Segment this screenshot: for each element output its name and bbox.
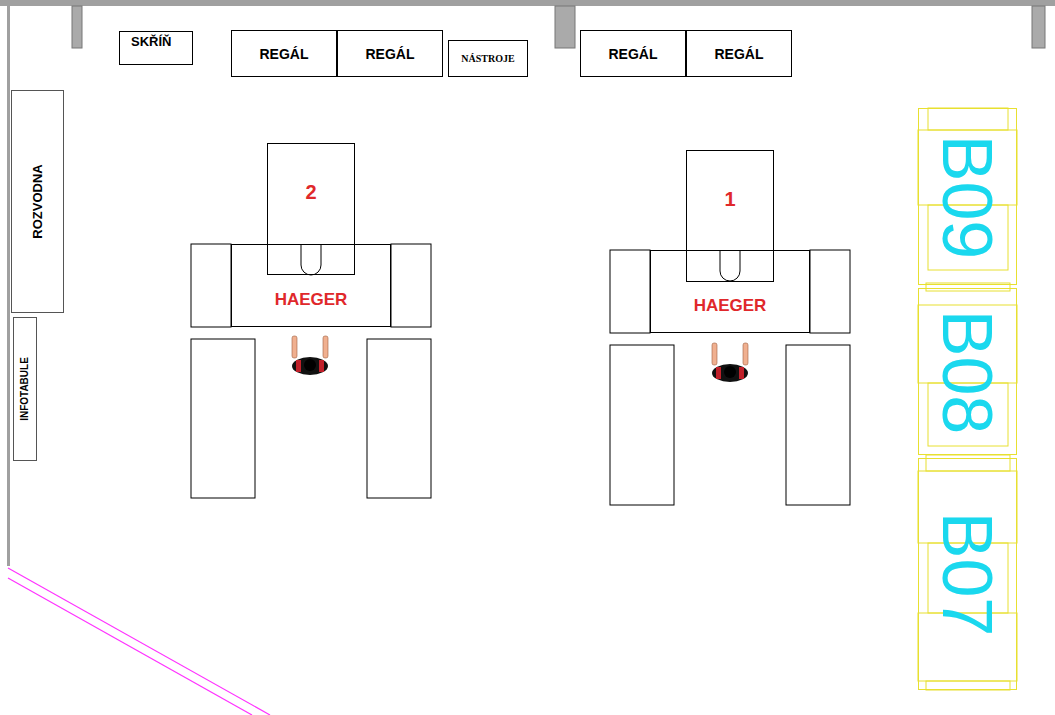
worker-icon [292, 336, 328, 375]
table [610, 345, 674, 505]
node-label: B09 [933, 134, 1003, 259]
notch [720, 250, 740, 281]
table [367, 339, 431, 498]
machine-1 [610, 250, 850, 505]
info-board-box: INFOTABULE [13, 317, 37, 461]
node-label: REGÁL [366, 47, 415, 61]
table [786, 345, 850, 505]
switchboard-box: ROZVODNA [11, 90, 64, 313]
node-label: B07 [933, 512, 1003, 637]
pillar [555, 6, 575, 48]
machine-number-box: 2 [267, 143, 355, 275]
side-table [391, 244, 431, 327]
node-label: SKŘÍŇ [131, 35, 171, 48]
node-label: NÁSTROJE [461, 54, 514, 64]
node-label: INFOTABULE [20, 357, 30, 421]
shelf-box: REGÁL [231, 30, 337, 77]
bay-box: B07 [918, 458, 1017, 690]
node-label: HAEGER [275, 291, 348, 308]
door-line [8, 578, 252, 715]
node-label: REGÁL [609, 47, 658, 61]
door-line [8, 568, 270, 715]
node-label: 2 [305, 182, 316, 202]
node-label: 1 [724, 189, 735, 209]
worker-icon [712, 343, 748, 382]
table [191, 339, 255, 498]
notch [301, 244, 321, 275]
bay-box: B08 [918, 288, 1017, 455]
pillar [1032, 6, 1045, 48]
shelf-box: REGÁL [686, 30, 792, 77]
shelf-box: REGÁL [337, 30, 443, 77]
pallet-outline [918, 108, 1017, 690]
machine-number-box: 1 [686, 150, 774, 282]
wall [0, 0, 1055, 6]
cabinet-box: SKŘÍŇ [119, 31, 193, 65]
tools-box: NÁSTROJE [448, 40, 528, 77]
wall [7, 6, 10, 566]
side-table [191, 244, 231, 327]
node-label: REGÁL [715, 47, 764, 61]
machine-2 [191, 244, 431, 498]
node-label: HAEGER [694, 297, 767, 314]
node-label: ROZVODNA [31, 164, 44, 238]
bay-box: B09 [918, 108, 1017, 285]
node-label: REGÁL [260, 47, 309, 61]
machine-box: HAEGER [650, 250, 810, 333]
machine-box: HAEGER [231, 244, 391, 327]
side-table [610, 250, 650, 333]
node-label: B08 [933, 309, 1003, 434]
pillar [72, 6, 82, 48]
side-table [810, 250, 850, 333]
shelf-box: REGÁL [580, 30, 686, 77]
